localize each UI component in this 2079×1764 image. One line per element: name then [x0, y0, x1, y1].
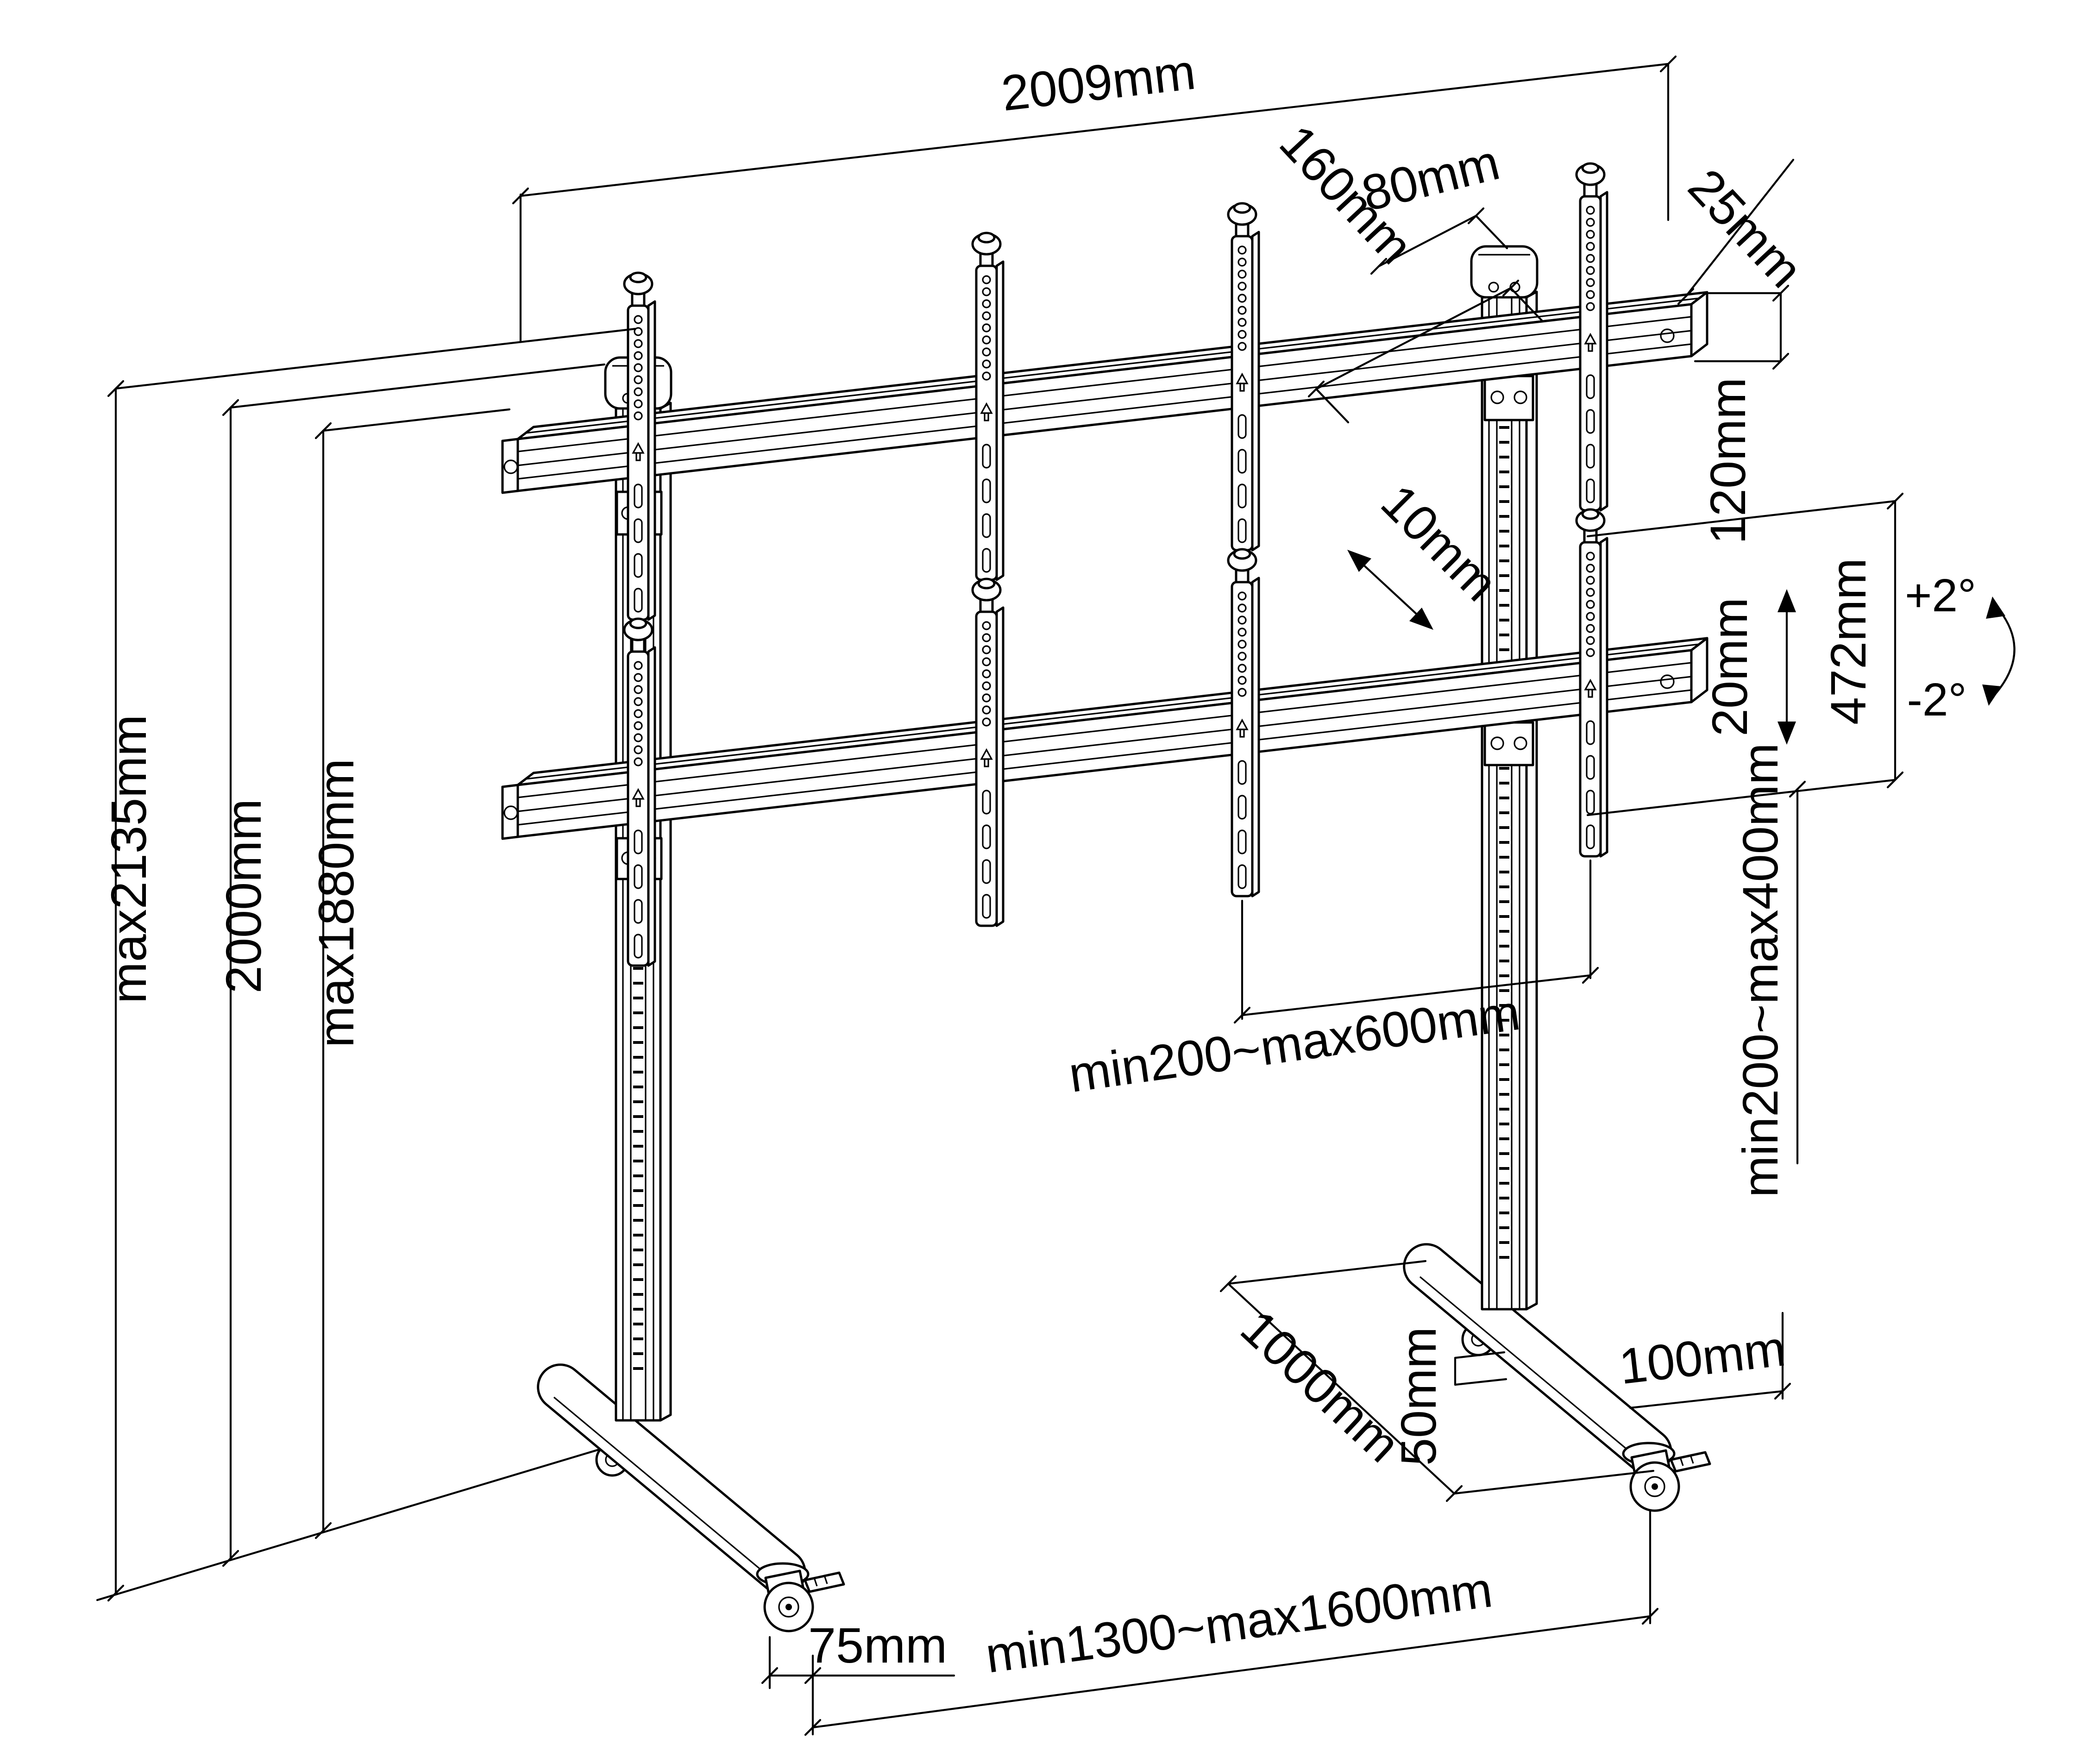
dim-label-2000: 2000mm — [215, 799, 271, 993]
dim-label-1000mm: 1000mm — [1231, 1299, 1411, 1473]
dimension-height-adjust-20 — [1778, 589, 1796, 745]
dim-label-footprint-span: min1300~max1600mm — [982, 1561, 1495, 1683]
dimension-max2135 — [107, 327, 637, 1602]
dimension-strip-length-472 — [1586, 492, 1904, 816]
dim-label-vesa-vertical: min200~max400mm — [1732, 743, 1788, 1197]
dim-label-100mm: 100mm — [1616, 1320, 1789, 1394]
dimension-caster-offset-100 — [1629, 1312, 1791, 1409]
dimension-handle-80 — [1370, 207, 1508, 275]
dimension-rail-overhang-25 — [1677, 158, 1795, 305]
ground-leader-line — [96, 1438, 636, 1601]
dim-label-max2135: max2135mm — [100, 715, 157, 1004]
dimension-leg-thickness-50 — [1454, 1351, 1507, 1386]
dimension-depth-adjust-10 — [1347, 550, 1433, 630]
left-leg-with-casters — [538, 1365, 844, 1631]
dimension-leg-depth-1000 — [1219, 1260, 1655, 1502]
dimension-footprint-span — [804, 1509, 1659, 1736]
dimension-handle-160 — [1307, 279, 1544, 424]
dimension-overall-width — [512, 55, 1677, 343]
dim-label-minus2deg: -2° — [1907, 674, 1967, 726]
dim-label-50mm: 50mm — [1390, 1327, 1446, 1466]
dim-label-max1880: max1880mm — [308, 759, 364, 1048]
dim-label-75mm: 75mm — [808, 1617, 947, 1673]
dim-label-20mm: 20mm — [1702, 597, 1758, 736]
dim-label-vesa-horizontal: min200~max600mm — [1065, 984, 1523, 1103]
dimension-rail-height-120 — [1694, 284, 1790, 370]
dimension-2000 — [222, 363, 606, 1567]
dim-label-120mm: 120mm — [1700, 377, 1756, 544]
dimension-tilt-arc — [1982, 596, 2016, 706]
dimension-max1880 — [314, 408, 511, 1539]
dim-label-25mm: 25mm — [1678, 158, 1814, 298]
dimension-vesa-vertical-tick — [1789, 780, 1806, 798]
dim-label-472mm: 472mm — [1820, 558, 1876, 725]
dim-label-2009mm: 2009mm — [999, 44, 1198, 121]
dimension-vesa-horizontal — [1233, 859, 1599, 1024]
dimension-wheel-offset-75 — [761, 1636, 955, 1736]
dim-label-plus2deg: +2° — [1905, 570, 1976, 621]
